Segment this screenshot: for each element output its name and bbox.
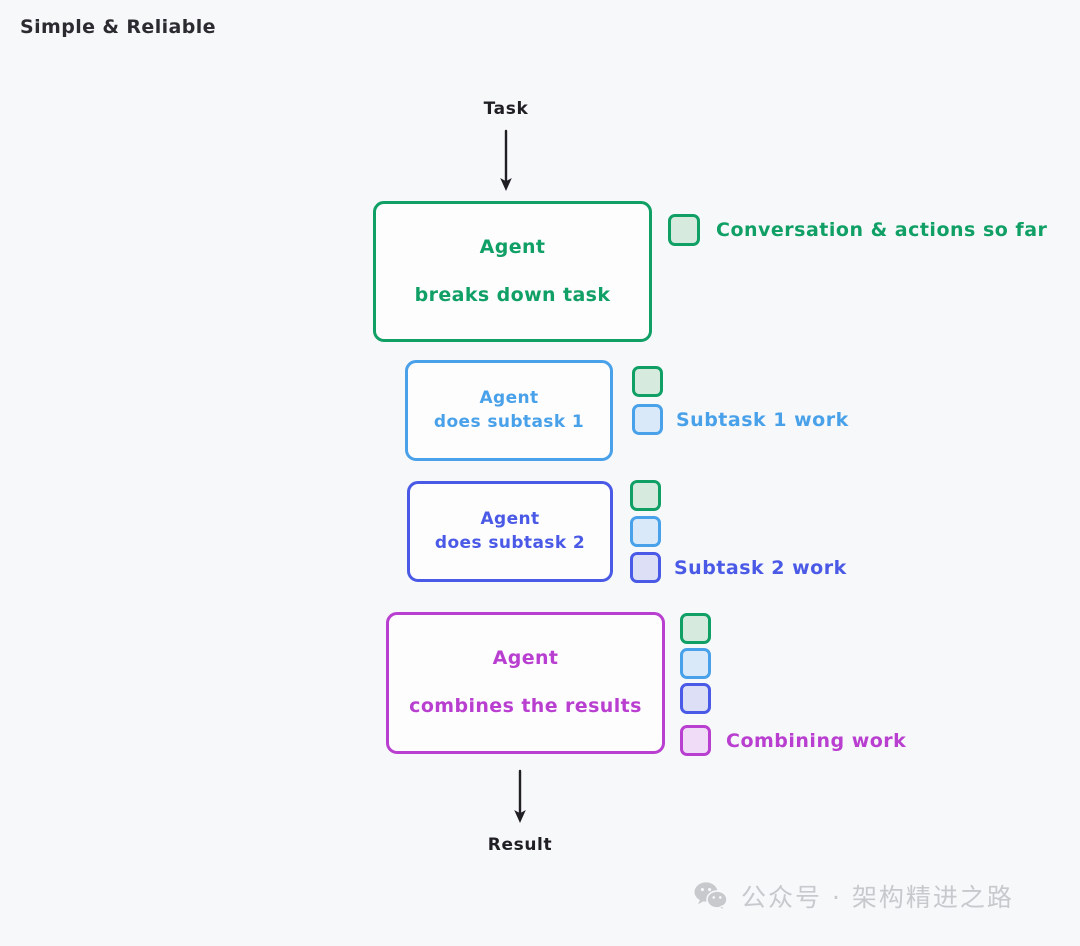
legend-row	[630, 516, 847, 547]
page-title: Simple & Reliable	[20, 16, 216, 38]
watermark: 公众号 · 架构精进之路	[694, 878, 1014, 914]
agent-box-line-1: Agent	[492, 647, 559, 670]
legend-label: Subtask 2 work	[674, 556, 847, 579]
legend-row	[630, 480, 847, 511]
agent-box-line-1: Agent	[479, 235, 546, 258]
legend-row	[680, 613, 906, 644]
swatch-light-blue-icon	[632, 404, 663, 435]
legend-row	[632, 366, 849, 397]
agent-box-line-1: Agent	[480, 508, 540, 529]
agent-box-line-2: does subtask 2	[434, 532, 586, 553]
legend-subtask-1-work: Subtask 1 work	[632, 366, 849, 435]
agent-box-combines-the-results[interactable]: Agent combines the results	[386, 612, 665, 754]
legend-label: Conversation & actions so far	[716, 219, 1048, 241]
legend-row: Subtask 2 work	[630, 552, 847, 583]
swatch-green-icon	[668, 214, 700, 246]
task-input-label: Task	[483, 99, 529, 119]
swatch-indigo-icon	[680, 683, 711, 714]
legend-row: Combining work	[680, 725, 906, 756]
swatch-green-icon	[680, 613, 711, 644]
agent-box-line-2: does subtask 1	[433, 411, 585, 432]
legend-row: Subtask 1 work	[632, 404, 849, 435]
arrow-task-to-breakdown	[500, 129, 512, 191]
swatch-purple-icon	[680, 725, 711, 756]
agent-box-does-subtask-2[interactable]: Agent does subtask 2	[407, 481, 613, 582]
legend-row	[680, 648, 906, 679]
result-output-label: Result	[487, 835, 553, 855]
swatch-light-blue-icon	[680, 648, 711, 679]
legend-subtask-2-work: Subtask 2 work	[630, 480, 847, 583]
legend-conversation-and-actions: Conversation & actions so far	[668, 214, 1047, 246]
legend-combining-work: Combining work	[680, 613, 906, 756]
agent-box-breaks-down-task[interactable]: Agent breaks down task	[373, 201, 652, 342]
swatch-indigo-icon	[630, 552, 661, 583]
arrow-combine-to-result	[514, 769, 526, 823]
swatch-green-icon	[632, 366, 663, 397]
agent-box-line-2: breaks down task	[414, 283, 611, 306]
swatch-green-icon	[630, 480, 661, 511]
agent-box-does-subtask-1[interactable]: Agent does subtask 1	[405, 360, 613, 461]
swatch-light-blue-icon	[630, 516, 661, 547]
watermark-text: 公众号 · 架构精进之路	[741, 883, 1014, 912]
wechat-icon	[694, 882, 728, 911]
legend-label: Subtask 1 work	[676, 408, 849, 431]
legend-row: Conversation & actions so far	[668, 214, 1047, 246]
legend-row	[680, 683, 906, 714]
agent-box-line-1: Agent	[479, 387, 539, 408]
agent-box-line-2: combines the results	[409, 695, 642, 717]
legend-label: Combining work	[726, 729, 907, 752]
